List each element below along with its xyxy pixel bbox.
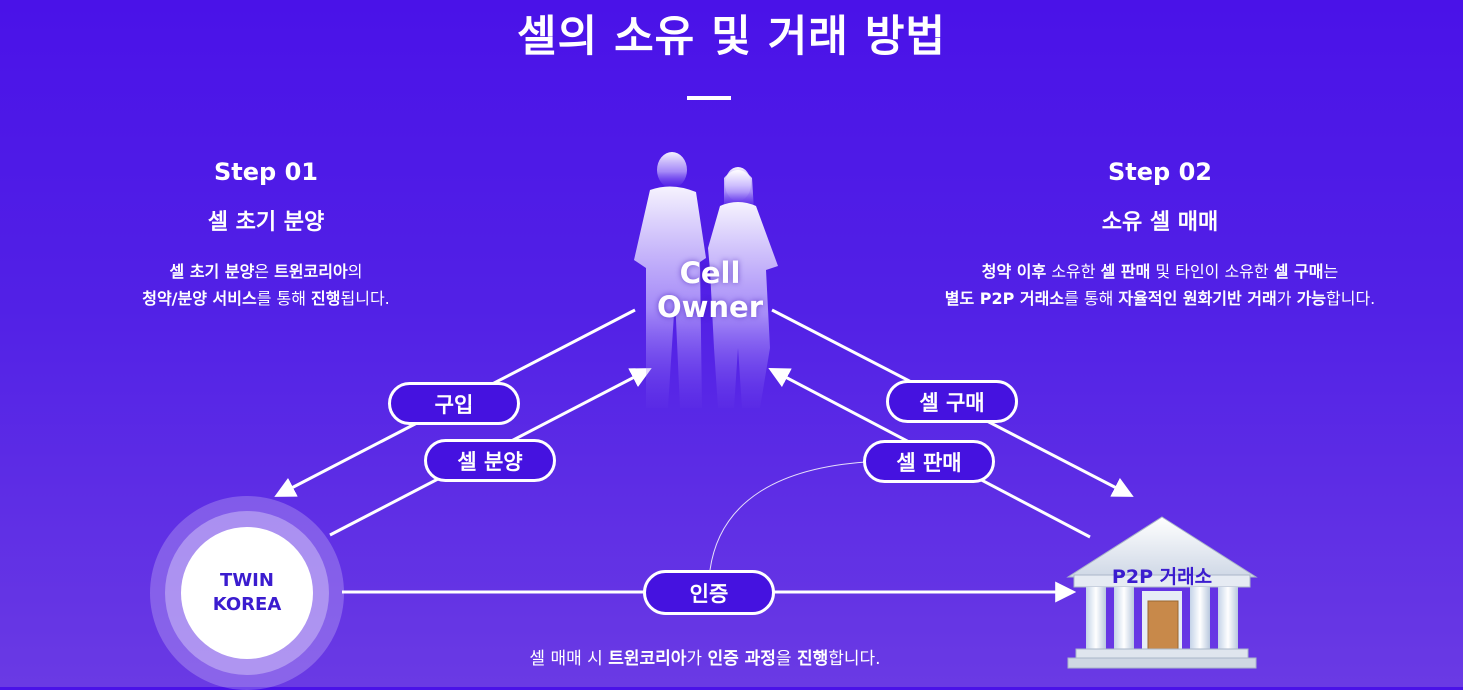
pill-cell-buy: 셀 구매	[886, 380, 1018, 423]
text-segment: 됩니다.	[340, 289, 390, 308]
step1-description: 셀 초기 분양은 트윈코리아의 청약/분양 서비스를 통해 진행됩니다.	[66, 258, 466, 312]
emphasis-text: 트윈코리아	[608, 649, 687, 669]
text-segment: 의	[347, 262, 363, 281]
twin-korea-ring: TWIN KOREA	[165, 511, 329, 675]
title-divider	[687, 96, 731, 100]
step1-desc-line2: 청약/분양 서비스를 통해 진행됩니다.	[66, 285, 466, 312]
pill-initial-sale: 셀 분양	[424, 439, 556, 482]
step1-subtitle: 셀 초기 분양	[207, 210, 325, 235]
page-title: 셀의 소유 및 거래 방법	[517, 12, 946, 62]
pill-buy: 구입	[388, 382, 520, 425]
step1-label: Step 01	[214, 158, 318, 186]
emphasis-text: 셀 판매	[1100, 262, 1151, 281]
text-segment: 은	[254, 262, 275, 281]
text-segment: 및 타인이 소유한	[1150, 262, 1274, 281]
cell-owner-line1: Cell	[679, 256, 741, 290]
emphasis-text: 셀 초기 분양	[169, 262, 255, 281]
emphasis-text: 가능	[1296, 289, 1327, 308]
text-segment: 를 통해	[1064, 289, 1119, 308]
step2-block: Step 02 소유 셀 매매 청약 이후 소유한 셀 판매 및 타인이 소유한…	[880, 158, 1440, 312]
emphasis-text: 진행	[796, 649, 829, 669]
p2p-exchange-label: P2P 거래소	[1111, 566, 1213, 588]
twin-korea-line1: TWIN	[220, 570, 274, 591]
emphasis-text: 트윈코리아	[274, 262, 348, 281]
pill-cell-sell: 셀 판매	[863, 440, 995, 483]
twin-korea-node: TWIN KOREA	[150, 496, 344, 690]
emphasis-text: 청약/분양 서비스	[142, 289, 257, 308]
text-segment: 가	[686, 649, 708, 669]
cell-owner-label: Cell Owner	[620, 256, 800, 324]
emphasis-text: 인증 과정	[707, 649, 776, 669]
text-segment: 합니다.	[1326, 289, 1376, 308]
emphasis-text: 자율적인 원화기반 거래	[1118, 289, 1277, 308]
step2-label: Step 02	[1108, 158, 1212, 186]
emphasis-text: 셀 구매	[1273, 262, 1324, 281]
step1-block: Step 01 셀 초기 분양 셀 초기 분양은 트윈코리아의 청약/분양 서비…	[66, 158, 466, 312]
emphasis-text: 청약 이후	[981, 262, 1047, 281]
text-segment: 셀 매매 시	[529, 649, 609, 669]
twin-korea-line2: KOREA	[212, 594, 282, 615]
step1-desc-line1: 셀 초기 분양은 트윈코리아의	[66, 258, 466, 285]
step2-subtitle: 소유 셀 매매	[1101, 210, 1219, 235]
text-segment: 을	[775, 649, 797, 669]
cell-owner-silhouette	[634, 152, 778, 408]
text-segment: 가	[1276, 289, 1297, 308]
auth-link-curve	[709, 461, 867, 571]
text-segment: 합니다.	[828, 649, 881, 669]
pill-auth: 인증	[643, 570, 775, 615]
emphasis-text: 진행	[311, 289, 341, 308]
twin-korea-core: TWIN KOREA	[181, 527, 313, 659]
emphasis-text: 별도 P2P 거래소	[944, 289, 1065, 308]
text-segment: 를 통해	[256, 289, 312, 308]
p2p-exchange-building-icon	[1066, 516, 1258, 669]
step2-desc-line1: 청약 이후 소유한 셀 판매 및 타인이 소유한 셀 구매는	[880, 258, 1440, 285]
footer-note: 셀 매매 시 트윈코리아가 인증 과정을 진행합니다.	[380, 644, 1030, 669]
cell-owner-line2: Owner	[656, 290, 764, 324]
step2-description: 청약 이후 소유한 셀 판매 및 타인이 소유한 셀 구매는 별도 P2P 거래…	[880, 258, 1440, 312]
text-segment: 는	[1323, 262, 1339, 281]
step2-desc-line2: 별도 P2P 거래소를 통해 자율적인 원화기반 거래가 가능합니다.	[880, 285, 1440, 312]
text-segment: 소유한	[1046, 262, 1101, 281]
